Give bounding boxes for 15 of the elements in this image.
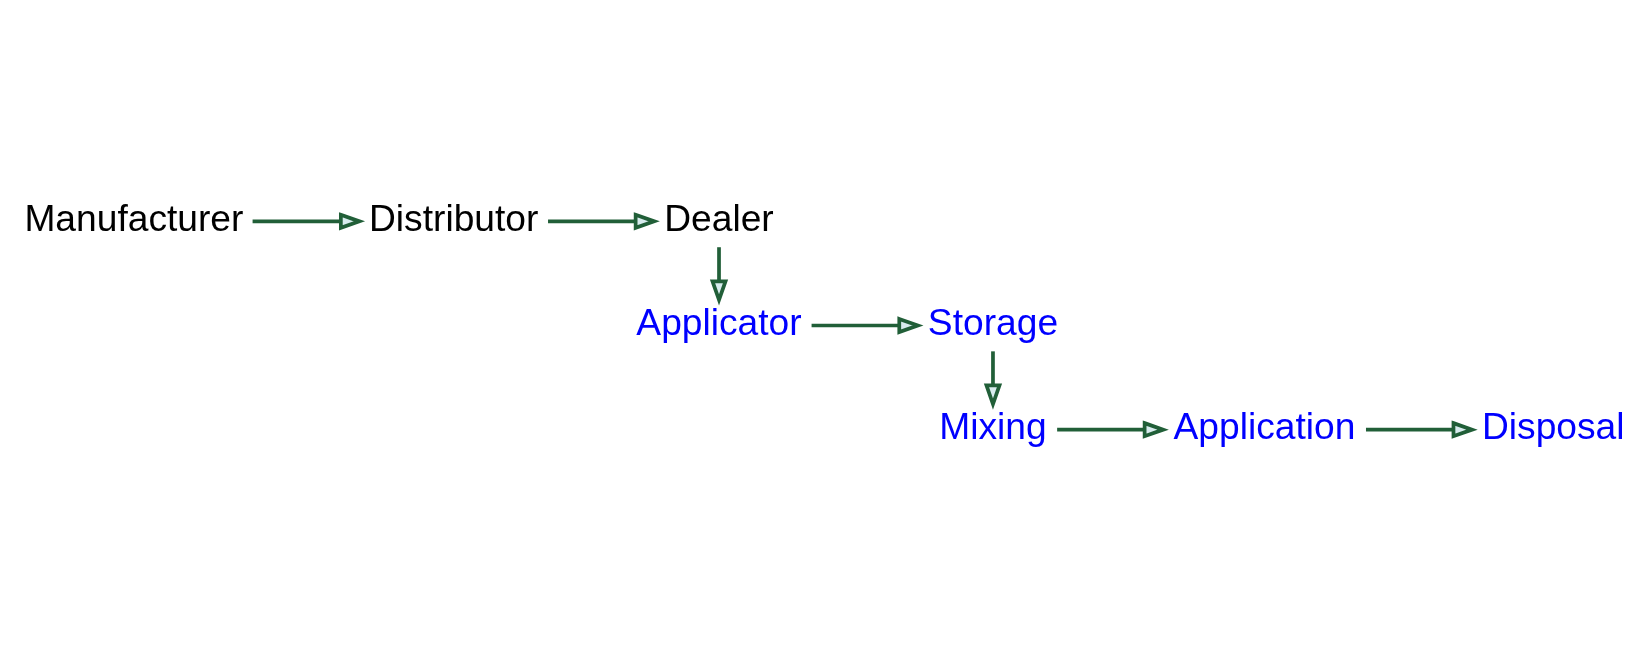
arrow (811, 316, 924, 335)
node-text: Manufacturer (24, 196, 244, 239)
node-text: Distributor (369, 196, 539, 239)
arrow (252, 212, 366, 231)
node-text: Mixing (939, 404, 1047, 447)
node-text: Dealer (664, 196, 774, 239)
node-text: Disposal (1482, 404, 1625, 447)
arrow (548, 212, 660, 231)
arrow (1366, 420, 1478, 439)
node-text: Storage (927, 300, 1059, 343)
arrow (983, 351, 1003, 410)
arrow (1057, 420, 1169, 439)
node-text: Application (1173, 404, 1356, 447)
node-text: Applicator (636, 300, 802, 343)
arrow (709, 247, 729, 306)
